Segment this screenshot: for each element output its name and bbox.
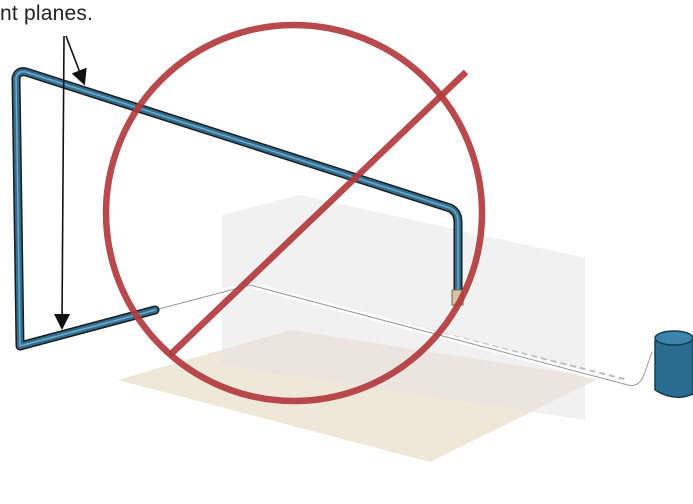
tank-icon bbox=[654, 330, 693, 398]
arrow-long bbox=[54, 35, 71, 330]
caption-text: nt planes. bbox=[0, 2, 94, 25]
arrow-short bbox=[65, 35, 87, 86]
prohibition-sign-icon bbox=[102, 21, 486, 405]
wall-plane bbox=[222, 195, 585, 420]
